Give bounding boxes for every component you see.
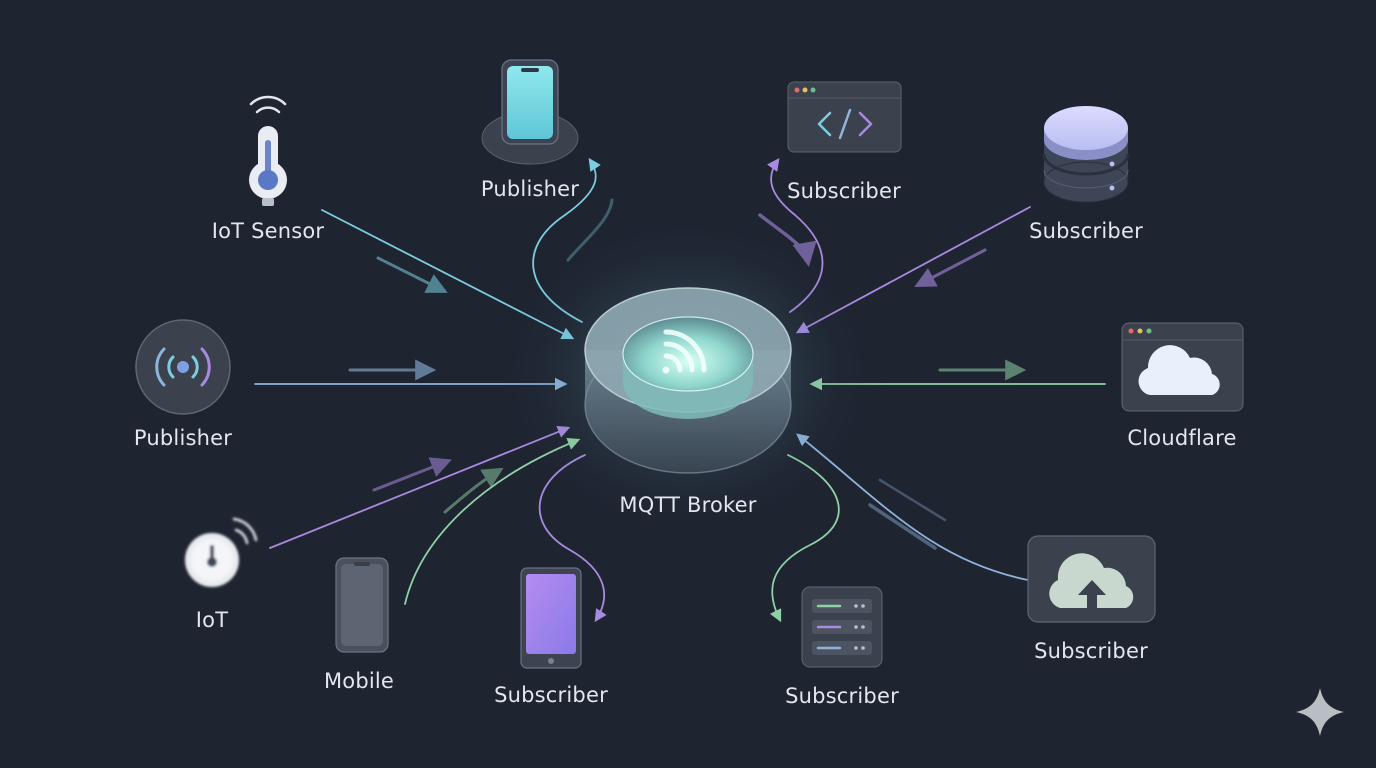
cloud-upload-icon (1027, 535, 1156, 623)
connections (254, 157, 1106, 623)
cloudflare-label: Cloudflare (1127, 426, 1237, 450)
code-window-icon (787, 81, 902, 153)
sparkle-icon (1296, 688, 1344, 736)
mobile-phone-icon (335, 557, 389, 653)
thermometer-icon (249, 95, 287, 206)
wifi-icon (662, 329, 707, 374)
broadcast-icon (135, 319, 231, 415)
mqtt-broker[interactable] (498, 215, 878, 535)
subscriber-server-label: Subscriber (785, 684, 899, 708)
cloud-window-icon (1121, 322, 1244, 412)
flow-streak (443, 467, 504, 514)
mobile-label: Mobile (323, 669, 395, 693)
tablet-icon (520, 567, 582, 669)
flow-streak (878, 478, 947, 522)
publisher-phone-label: Publisher (480, 177, 580, 201)
flow-streak (376, 256, 448, 293)
smartphone-icon (481, 59, 579, 165)
flow-streak (914, 248, 987, 287)
iot-sensor-label: IoT Sensor (211, 219, 325, 243)
subscriber-upload-label: Subscriber (1034, 639, 1148, 663)
flow-streak (868, 503, 937, 550)
arrow-iot-to-broker (269, 425, 571, 549)
database-icon (1042, 106, 1130, 203)
subscriber-database-label: Subscriber (1029, 219, 1143, 243)
broker-label: MQTT Broker (619, 493, 757, 517)
flow-streak (372, 457, 452, 492)
subscriber-code-label: Subscriber (787, 179, 901, 203)
publisher-broadcast-label: Publisher (133, 426, 233, 450)
server-icon (801, 586, 883, 668)
subscriber-tablet-label: Subscriber (494, 683, 608, 707)
iot-label: IoT (195, 608, 229, 632)
iot-device-icon (185, 517, 258, 587)
